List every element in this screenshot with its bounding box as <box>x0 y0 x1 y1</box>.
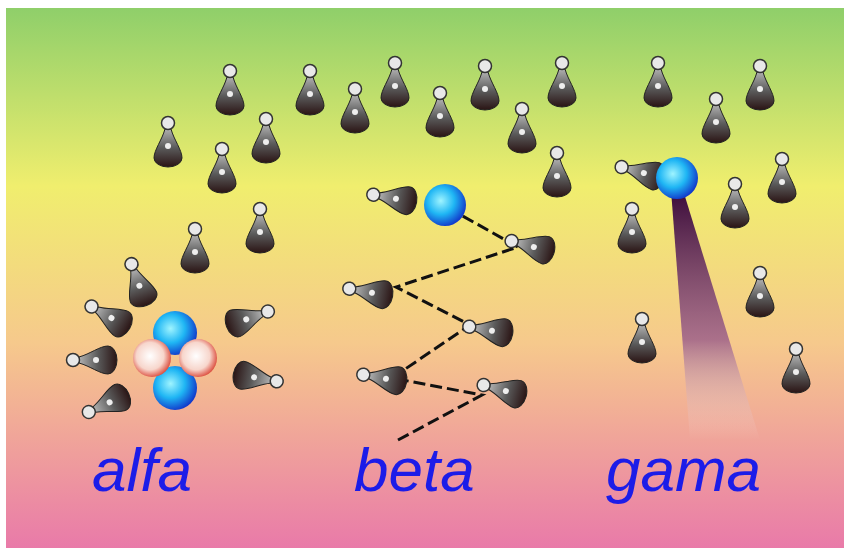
background <box>6 8 844 548</box>
gamma-ray <box>612 152 760 440</box>
particle-label: beta <box>354 436 475 504</box>
alpha-particle <box>67 253 286 427</box>
particle-label: alfa <box>92 436 192 504</box>
particle-label: gama <box>606 436 761 504</box>
beta-path <box>340 180 557 440</box>
